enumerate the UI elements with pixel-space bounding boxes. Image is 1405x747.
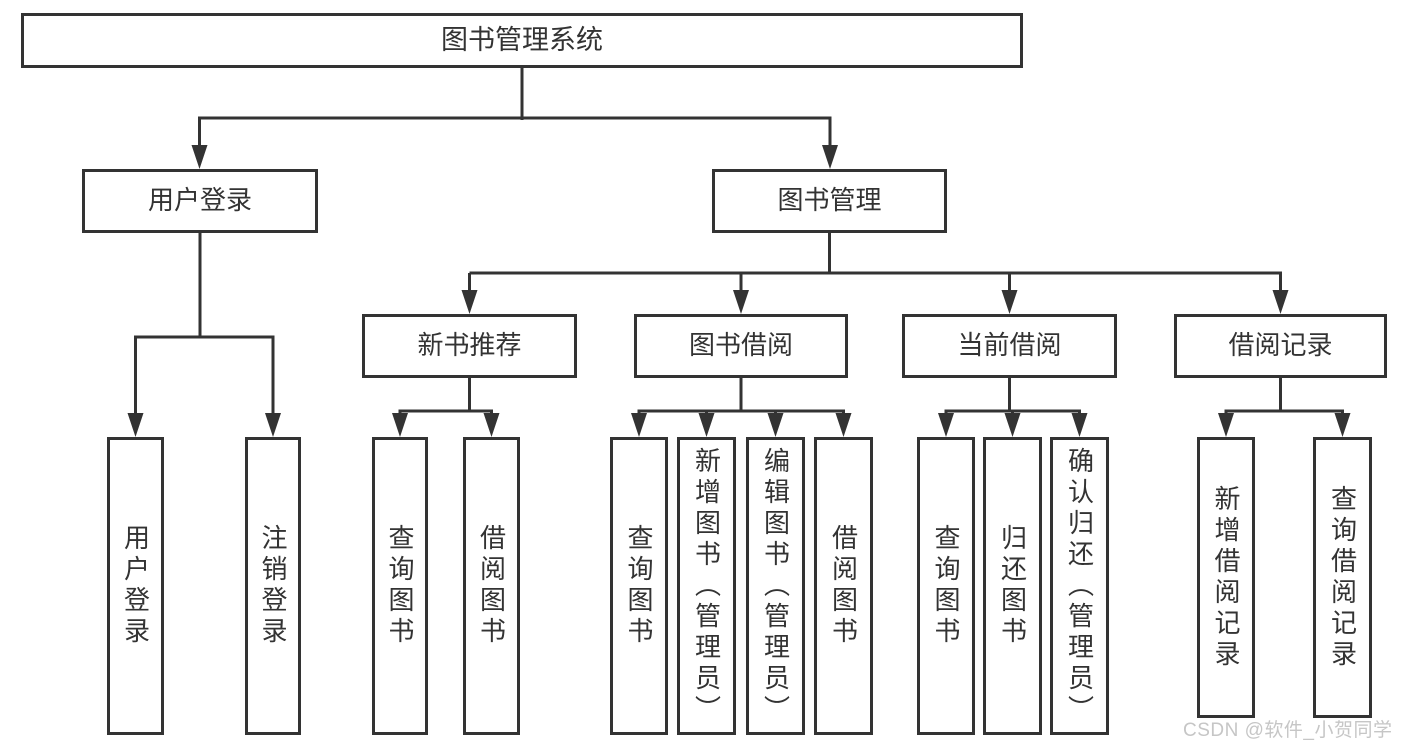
leaf-edit-book-admin: 编辑图书（管理员） — [746, 437, 805, 735]
node-new-book-recommend-label: 新书推荐 — [417, 330, 522, 361]
leaf-query-book-1: 查询图书 — [372, 437, 428, 735]
leaf-add-borrow-record-label: 新增借阅记录 — [1211, 484, 1241, 671]
leaf-logout-label: 注销登录 — [258, 524, 288, 648]
leaf-confirm-return-admin: 确认归还（管理员） — [1050, 437, 1109, 735]
node-borrow-records: 借阅记录 — [1174, 314, 1387, 378]
leaf-add-book-admin-label: 新增图书（管理员） — [691, 446, 722, 726]
node-root: 图书管理系统 — [21, 13, 1023, 68]
node-book-management: 图书管理 — [712, 169, 947, 233]
leaf-add-borrow-record: 新增借阅记录 — [1197, 437, 1255, 718]
leaf-query-borrow-record: 查询借阅记录 — [1313, 437, 1372, 718]
leaf-borrow-book-1: 借阅图书 — [463, 437, 520, 735]
leaf-user-login: 用户登录 — [107, 437, 164, 735]
node-book-borrow: 图书借阅 — [634, 314, 848, 378]
leaf-add-book-admin: 新增图书（管理员） — [677, 437, 736, 735]
leaf-return-book: 归还图书 — [983, 437, 1042, 735]
leaf-query-book-3: 查询图书 — [917, 437, 975, 735]
leaf-borrow-book-2: 借阅图书 — [814, 437, 873, 735]
node-new-book-recommend: 新书推荐 — [362, 314, 577, 378]
leaf-confirm-return-admin-label: 确认归还（管理员） — [1064, 446, 1095, 726]
node-user-login-branch: 用户登录 — [82, 169, 318, 233]
leaf-query-book-2: 查询图书 — [610, 437, 668, 735]
node-borrow-records-label: 借阅记录 — [1228, 330, 1333, 361]
leaf-user-login-label: 用户登录 — [120, 524, 151, 648]
leaf-query-book-2-label: 查询图书 — [624, 524, 654, 648]
leaf-edit-book-admin-label: 编辑图书（管理员） — [760, 446, 791, 726]
leaf-return-book-label: 归还图书 — [997, 524, 1028, 648]
node-current-borrow: 当前借阅 — [902, 314, 1117, 378]
node-root-label: 图书管理系统 — [441, 25, 603, 56]
leaf-query-book-3-label: 查询图书 — [931, 524, 961, 648]
node-current-borrow-label: 当前借阅 — [957, 330, 1062, 361]
leaf-query-book-1-label: 查询图书 — [385, 524, 415, 648]
node-book-borrow-label: 图书借阅 — [688, 330, 793, 361]
node-user-login-branch-label: 用户登录 — [147, 185, 252, 216]
leaf-logout: 注销登录 — [245, 437, 301, 735]
csdn-watermark: CSDN @软件_小贺同学 — [1183, 720, 1393, 741]
leaf-borrow-book-1-label: 借阅图书 — [476, 524, 507, 648]
arrowheads — [127, 145, 1351, 437]
node-book-management-label: 图书管理 — [777, 185, 882, 216]
leaf-query-borrow-record-label: 查询借阅记录 — [1327, 484, 1358, 671]
leaf-borrow-book-2-label: 借阅图书 — [828, 524, 859, 648]
